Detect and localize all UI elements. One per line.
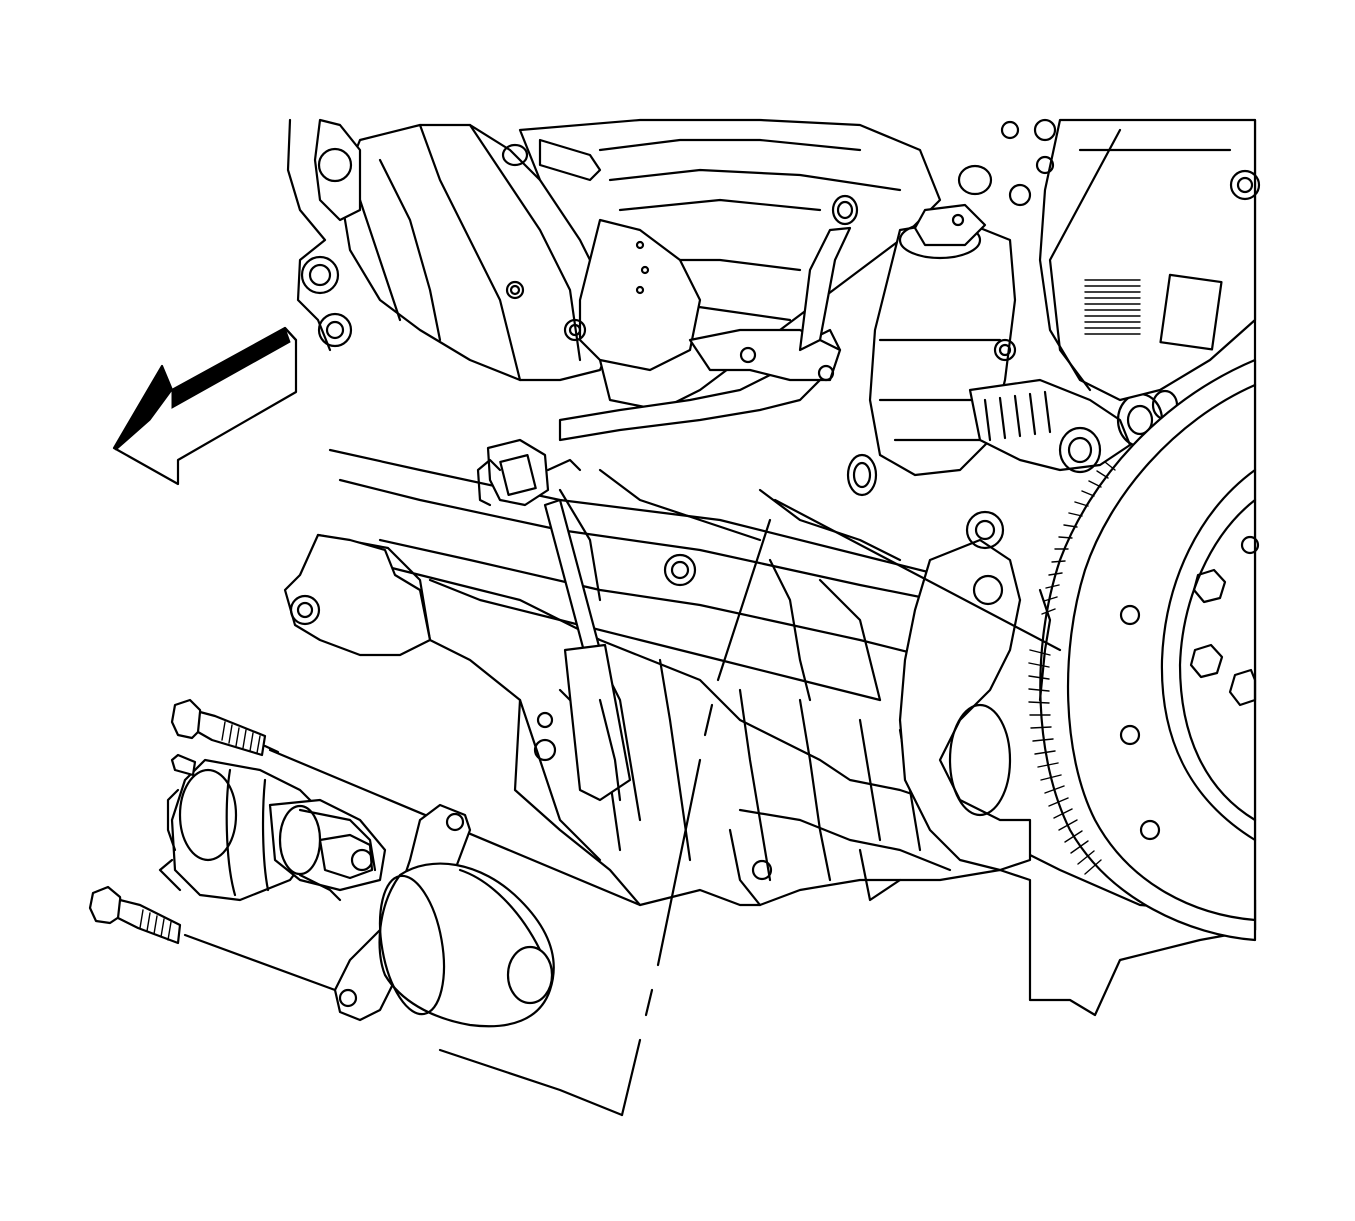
coolant-housing <box>798 164 1179 497</box>
flywheel-bolts <box>1189 568 1257 707</box>
starter-upper-bolt <box>170 698 280 757</box>
starter-motor <box>158 748 642 1028</box>
hatched-surface <box>1084 279 1141 335</box>
intake-manifold <box>300 118 942 802</box>
valve-cover <box>1000 118 1261 402</box>
front-direction-arrow <box>112 326 298 486</box>
ring-gear-teeth <box>1028 461 1116 875</box>
starter-lower-bolt <box>88 885 182 945</box>
flywheel <box>1028 358 1260 942</box>
starter-stud <box>170 753 197 777</box>
locator-line <box>438 498 1062 1117</box>
